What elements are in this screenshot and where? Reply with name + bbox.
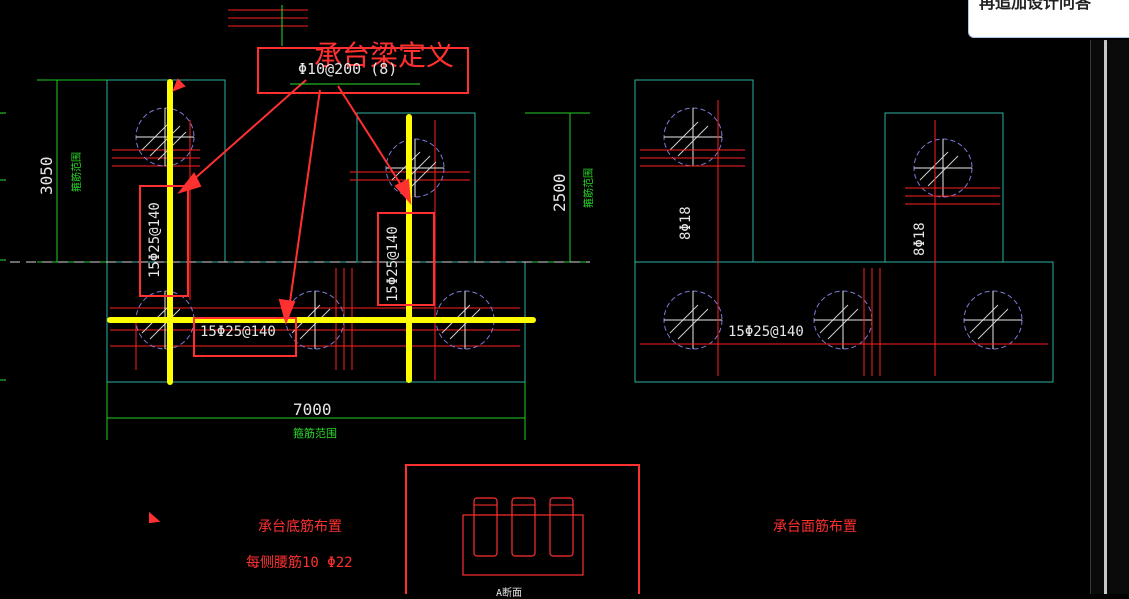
rebar-right-vertical-label: 15Φ25@140: [385, 226, 401, 302]
right-rebar-left-label: 8Φ18: [678, 206, 694, 240]
rebar-horizontal-label: 15Φ25@140: [200, 324, 276, 340]
vertical-scrollbar[interactable]: [1104, 40, 1107, 594]
dim-height-right: 2500: [550, 173, 569, 212]
dim-height-left: 3050: [37, 156, 56, 195]
yellow-highlight-marks: [107, 79, 536, 385]
top-rebar-marks: [228, 5, 308, 46]
pile-cross-marks: [136, 108, 1022, 349]
left-plan-subcaption: 每侧腰筋10 Φ22: [246, 555, 353, 571]
help-popup-text: 再追加设计问答: [979, 0, 1092, 12]
dim-height-left-note: 箍筋范围: [72, 152, 83, 192]
left-margin-ticks: [0, 112, 6, 381]
dim-width: 7000: [293, 400, 332, 419]
dim-height-right-note: 箍筋范围: [584, 168, 595, 208]
right-rebar-right-label: 8Φ18: [912, 222, 928, 256]
section-label: A断面: [496, 588, 523, 599]
right-plan-outline: [634, 79, 1054, 383]
pile-hatching: [141, 121, 1009, 340]
annotation-arrows: [149, 78, 412, 524]
annotation-title: 承台梁定义: [314, 39, 455, 72]
right-plan-rebar: [640, 100, 1048, 376]
section-detail: [405, 464, 640, 599]
pile-circles: [135, 107, 1023, 350]
right-side-panel: [1090, 40, 1129, 594]
rebar-left-vertical-label: 15Φ25@140: [147, 202, 163, 278]
help-popup[interactable]: 再追加设计问答: [968, 0, 1129, 38]
dim-width-note: 箍筋范围: [293, 427, 337, 440]
annotation-boxes: [139, 47, 469, 357]
right-plan-caption: 承台面筋布置: [773, 519, 857, 535]
stirrup-label: Φ10@200 (8): [298, 60, 398, 78]
left-plan-caption: 承台底筋布置: [258, 519, 342, 535]
right-rebar-horizontal-label: 15Φ25@140: [728, 324, 804, 340]
